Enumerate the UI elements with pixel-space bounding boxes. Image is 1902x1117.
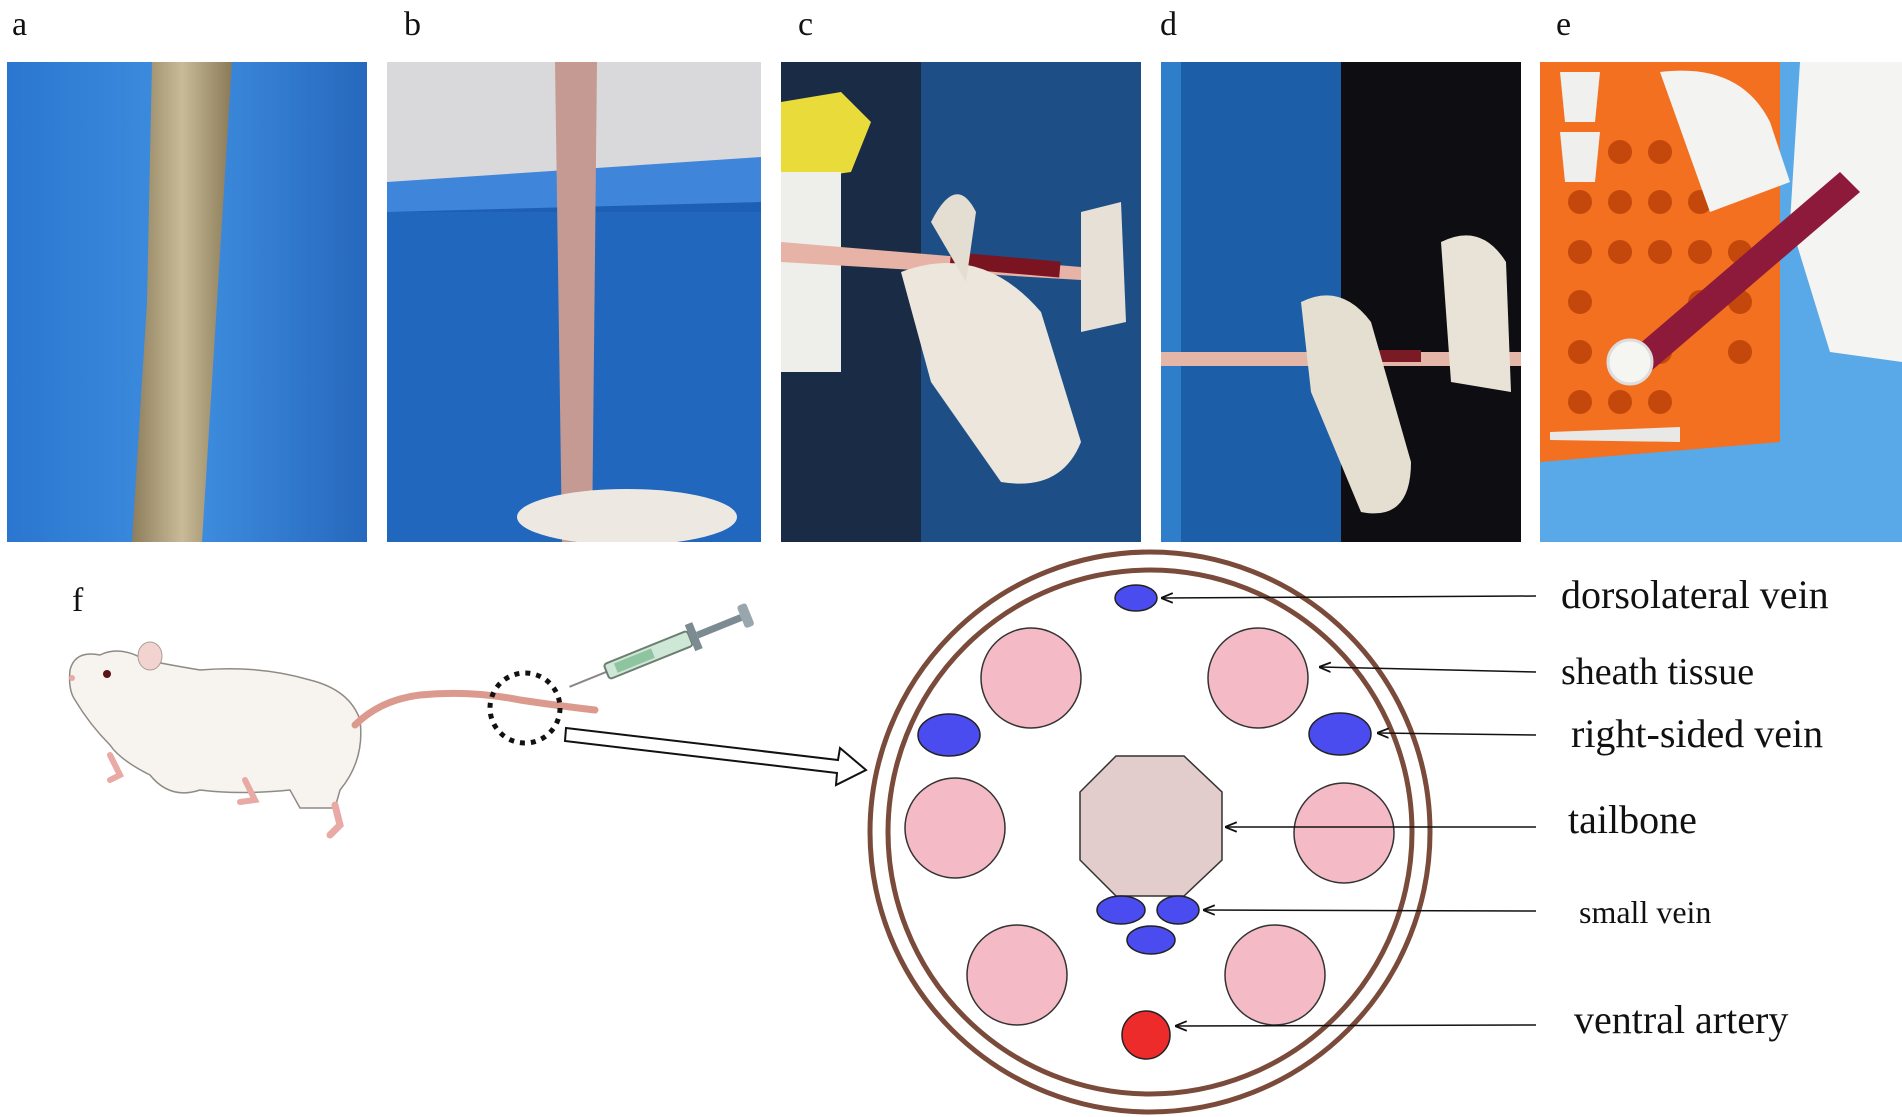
muscle-bundle	[1207, 627, 1309, 729]
zoom-arrow	[563, 726, 868, 787]
panel-label-d: d	[1160, 6, 1177, 43]
tailbone-shape	[1079, 755, 1223, 897]
muscle-bundle	[966, 924, 1068, 1026]
sheath-tissue-label: sheath tissue	[1561, 651, 1755, 693]
muscle-bundle	[1224, 924, 1326, 1026]
ventral-artery-label: ventral artery	[1574, 997, 1789, 1042]
rat-illustration	[68, 641, 599, 839]
panel-label-e: e	[1556, 6, 1572, 43]
small-vein-label: small vein	[1579, 894, 1712, 930]
dorsolateral-vein-label: dorsolateral vein	[1561, 572, 1829, 617]
small-vein-shape	[1096, 895, 1146, 925]
dorsolateral-vein-shape	[1114, 584, 1158, 612]
panel-label-c: c	[798, 6, 814, 43]
tail-cross-section	[867, 549, 1433, 1115]
ventral-artery-leader	[1176, 1025, 1537, 1026]
right-sided-vein-leader	[1378, 733, 1537, 735]
injection-site-marker	[487, 670, 563, 746]
small-vein-shape	[1126, 925, 1176, 955]
tail-cleaned-pink-photo	[387, 62, 761, 542]
sheath-ring	[885, 567, 1415, 1097]
small-vein-shape	[1156, 895, 1200, 925]
muscle-bundle	[1293, 782, 1395, 884]
syringe-icon	[569, 603, 754, 688]
transfer-to-tube-photo	[1540, 62, 1902, 542]
panel-label-a: a	[12, 6, 28, 43]
left-sided-vein-shape	[917, 713, 981, 757]
right-sided-vein-label: right-sided vein	[1571, 711, 1824, 756]
blood-draw-gloved-hands-photo	[1161, 62, 1521, 542]
muscle-bundle	[904, 777, 1006, 879]
ventral-artery-shape	[1121, 1010, 1171, 1060]
blood-draw-syringe-photo	[781, 62, 1141, 542]
small-vein-leader	[1204, 910, 1537, 911]
right-sided-vein-shape	[1308, 712, 1372, 756]
panel-label-b: b	[404, 6, 421, 43]
tail-on-blue-drape-photo	[7, 62, 367, 542]
tailbone-label: tailbone	[1568, 797, 1697, 842]
panel-label-f: f	[72, 582, 84, 619]
dorsolateral-vein-leader	[1162, 596, 1537, 598]
sheath-tissue-leader	[1320, 667, 1537, 672]
muscle-bundle	[980, 627, 1082, 729]
